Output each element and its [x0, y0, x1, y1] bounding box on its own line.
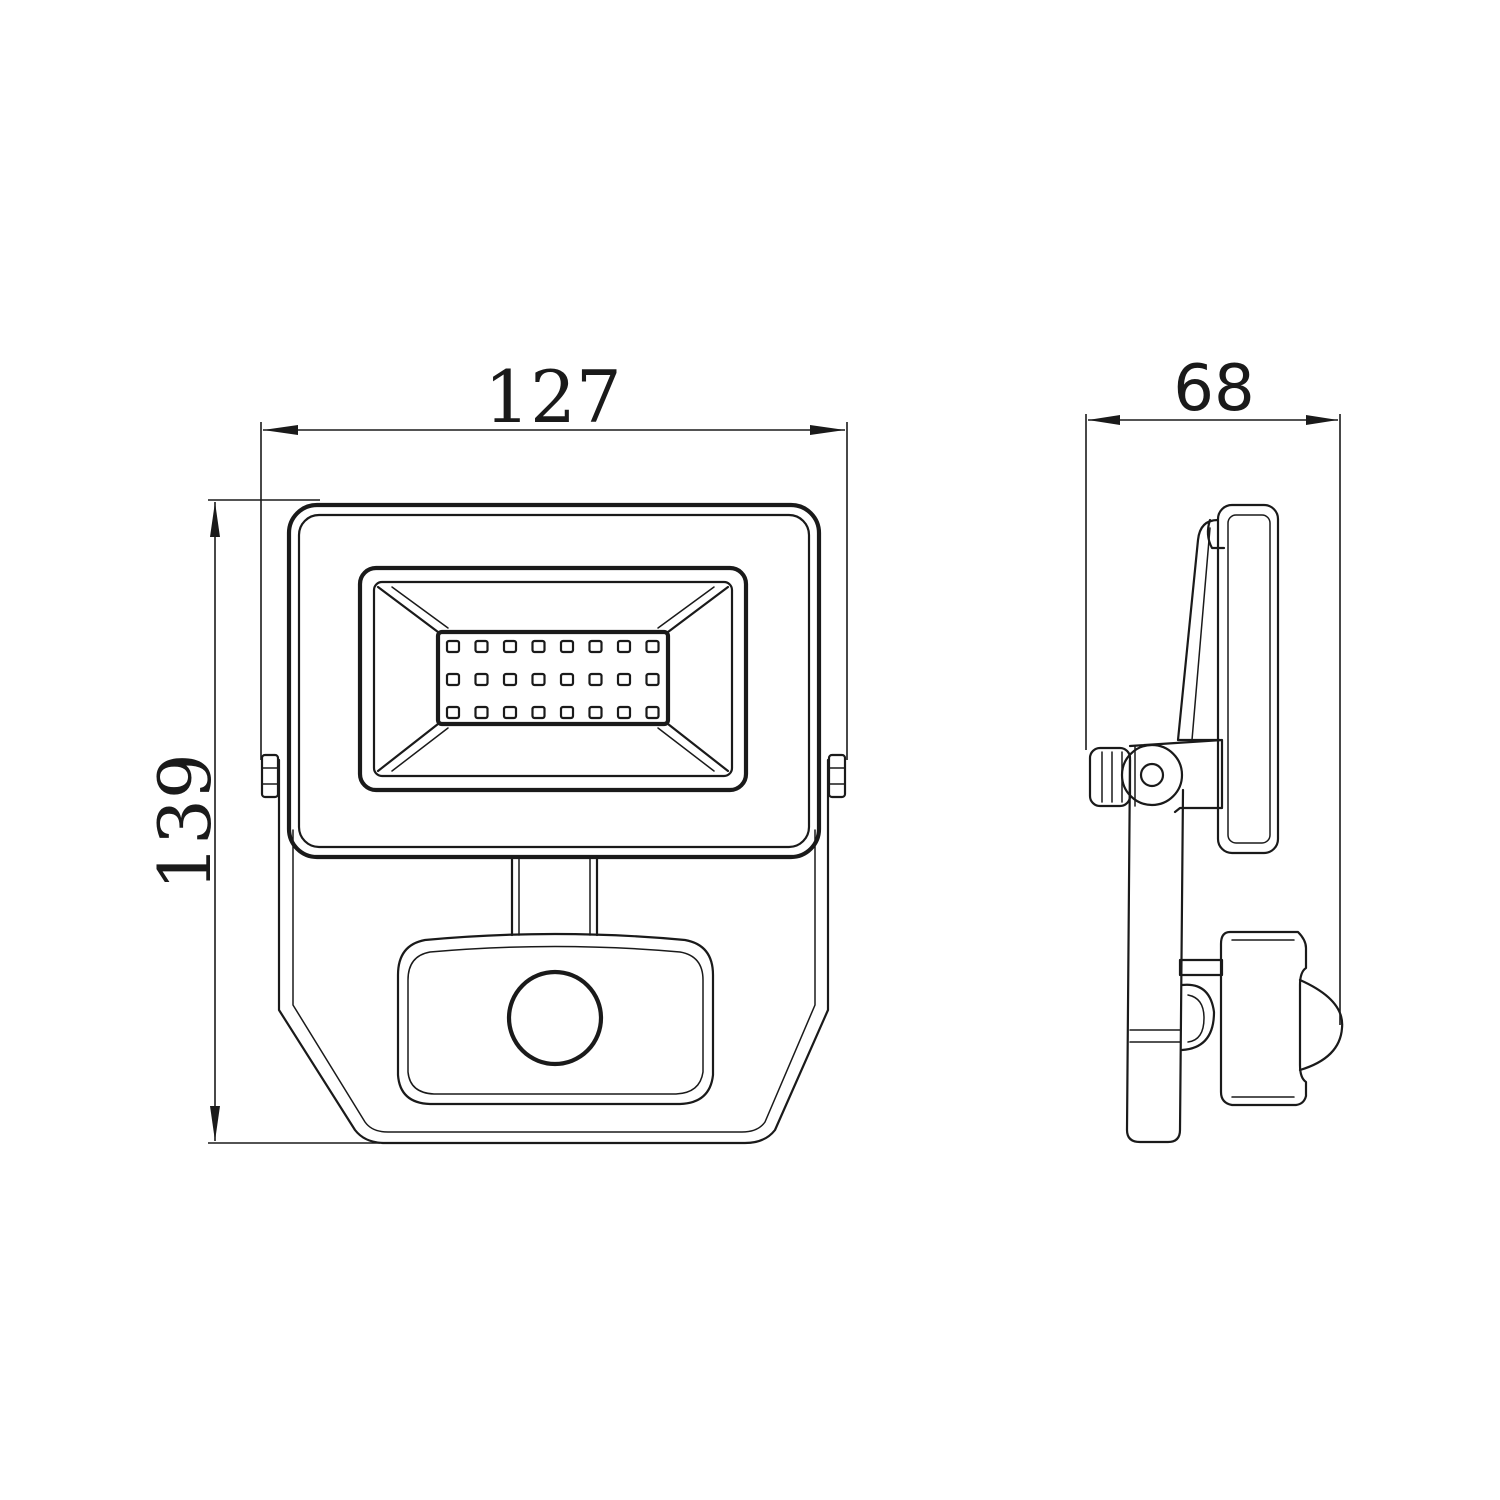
pir-sensor-housing	[396, 932, 715, 1106]
led-chip	[588, 705, 603, 720]
side-sensor-housing	[1219, 930, 1308, 1107]
dimension-height-label: 139	[143, 753, 227, 890]
led-chip	[531, 672, 546, 687]
led-chip	[616, 672, 632, 687]
front-view	[260, 502, 847, 1145]
dimension-depth: 68	[1085, 352, 1341, 1025]
front-bracket-outline	[277, 758, 830, 1145]
dimension-width-label: 127	[484, 355, 621, 439]
side-sensor-arm	[1178, 958, 1224, 977]
side-bracket-arm	[1125, 758, 1185, 1144]
side-pir-dome	[1298, 978, 1344, 1072]
led-chip	[502, 705, 518, 720]
led-chip	[559, 672, 575, 687]
side-head-clip	[1206, 518, 1226, 550]
led-window-inner-bezel	[372, 580, 734, 778]
led-array	[445, 639, 660, 720]
front-bracket-inner-outline	[292, 829, 816, 1133]
led-chip	[474, 705, 489, 720]
side-lamp-head-inner	[1227, 514, 1271, 844]
led-chip	[502, 639, 518, 654]
led-chip	[559, 639, 575, 654]
led-chip	[445, 705, 461, 720]
side-head-rear-cover	[1176, 518, 1222, 742]
lamp-head-frame-inner	[297, 513, 811, 849]
led-chip	[559, 705, 575, 720]
led-chip	[645, 639, 660, 654]
led-chip	[445, 639, 461, 654]
lamp-head-frame	[286, 502, 822, 860]
led-chip	[645, 705, 660, 720]
side-pivot-bolt-center	[1139, 762, 1165, 788]
pir-sensor-housing-inner	[407, 945, 704, 1095]
right-pivot-knob	[827, 753, 847, 799]
dimension-depth-label: 68	[1173, 352, 1254, 426]
side-view	[1088, 503, 1344, 1144]
led-chip	[474, 639, 489, 654]
led-chip	[616, 705, 632, 720]
side-pivot-bolt	[1120, 743, 1184, 807]
left-pivot-knob	[260, 753, 280, 799]
dimension-width: 127	[260, 355, 848, 760]
cable-gland	[1088, 746, 1132, 808]
reflector	[376, 585, 730, 773]
pir-lens	[506, 969, 604, 1067]
led-chip	[588, 672, 603, 687]
led-chip	[445, 672, 461, 687]
led-chip	[531, 639, 546, 654]
led-chip	[645, 672, 660, 687]
side-hinge-block	[1128, 738, 1224, 814]
side-sensor-joint	[1180, 983, 1216, 1052]
led-chip	[474, 672, 489, 687]
led-chip	[616, 639, 632, 654]
led-chip	[531, 705, 546, 720]
led-chip	[588, 639, 603, 654]
dimension-height: 139	[143, 499, 380, 1144]
side-lamp-head	[1216, 503, 1280, 855]
led-board	[435, 629, 671, 727]
sensor-stem	[510, 856, 599, 937]
led-chip	[502, 672, 518, 687]
led-window-bezel	[357, 565, 749, 793]
